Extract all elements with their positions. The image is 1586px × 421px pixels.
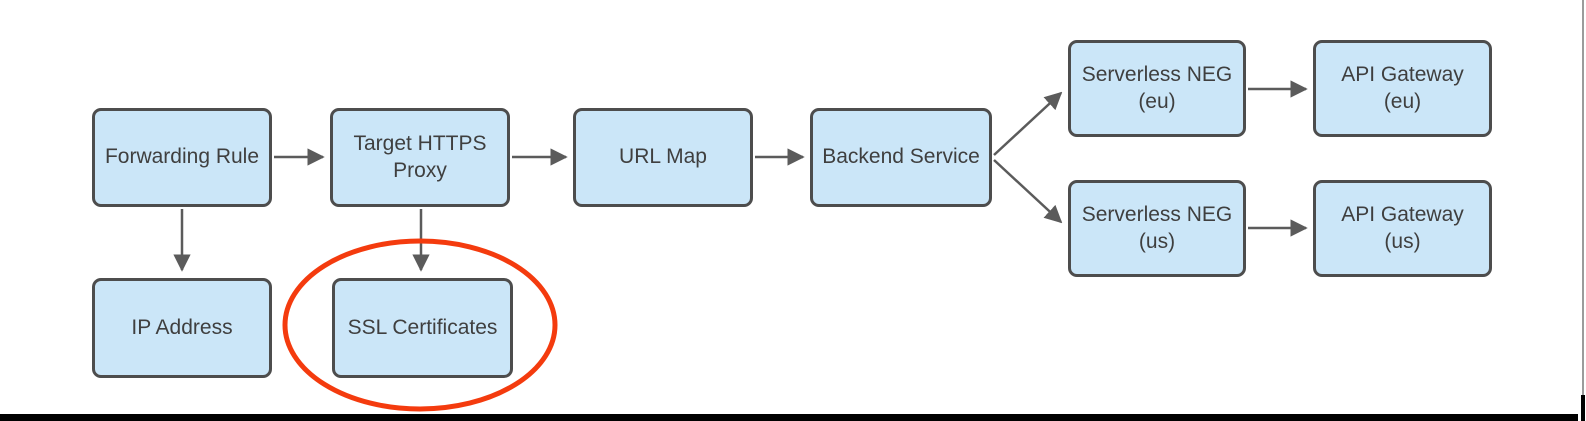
node-serverless-neg-eu: Serverless NEG (eu) <box>1068 40 1246 137</box>
node-ssl-certificates: SSL Certificates <box>332 278 513 378</box>
node-api-gateway-eu: API Gateway (eu) <box>1313 40 1492 137</box>
node-url-map: URL Map <box>573 108 753 207</box>
right-border-line <box>1582 0 1584 421</box>
edge-backend-to-neg-eu <box>993 91 1063 156</box>
right-border-bottom-segment <box>1581 395 1585 421</box>
edge-backend-to-neg-us <box>993 159 1063 224</box>
node-target-https-proxy: Target HTTPS Proxy <box>330 108 510 207</box>
node-ip-address: IP Address <box>92 278 272 378</box>
node-forwarding-rule: Forwarding Rule <box>92 108 272 207</box>
bottom-black-bar <box>0 414 1578 421</box>
node-backend-service: Backend Service <box>810 108 992 207</box>
node-api-gateway-us: API Gateway (us) <box>1313 180 1492 277</box>
node-serverless-neg-us: Serverless NEG (us) <box>1068 180 1246 277</box>
